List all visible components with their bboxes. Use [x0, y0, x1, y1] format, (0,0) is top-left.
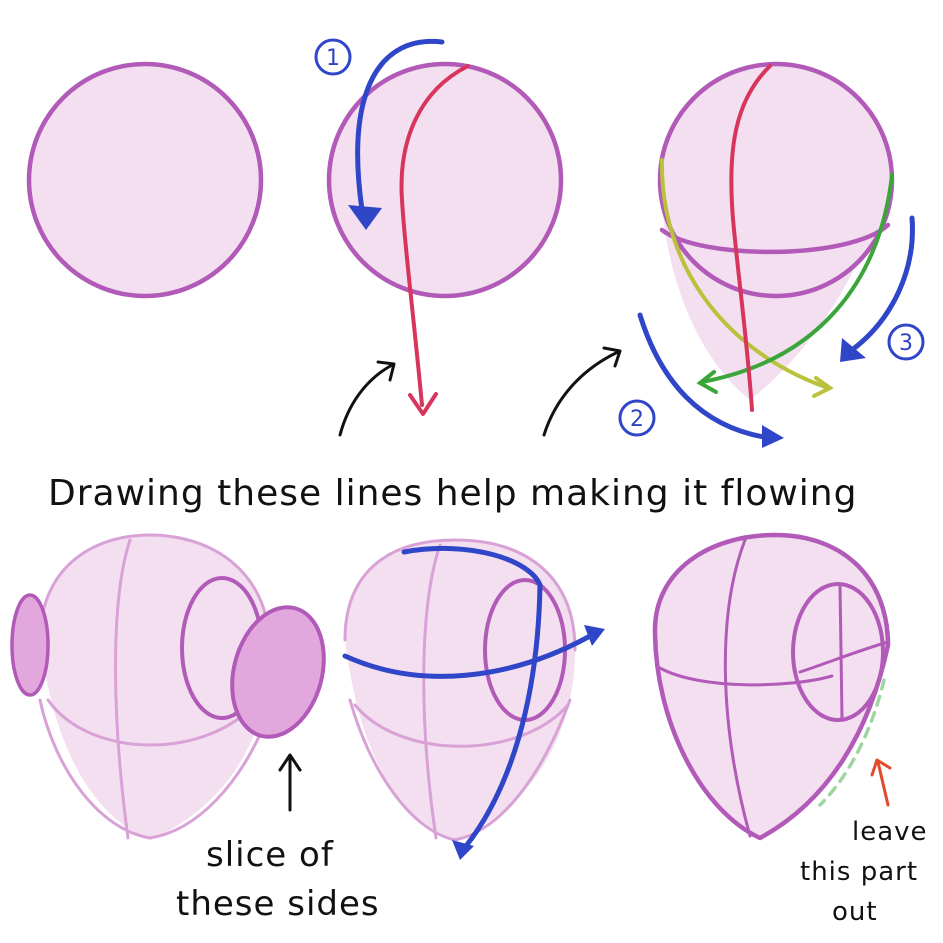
step-1-number: 1	[326, 46, 340, 71]
slice-caption-line-2: these sides	[176, 884, 380, 924]
panel-6-finished-head	[652, 532, 891, 841]
step-1-arrowhead	[348, 205, 382, 230]
left-side-slice	[10, 593, 50, 697]
panel-6-brow-line	[658, 666, 834, 687]
panel-6-side-ellipse	[791, 582, 885, 722]
slice-caption-line-1: slice of	[206, 835, 334, 875]
leave-pointer-arrow	[876, 760, 890, 807]
panel-6-side-cross	[798, 640, 890, 674]
step-3-badge	[887, 323, 925, 361]
pointer-arrow-left	[338, 363, 394, 437]
leave-caption-line-3: out	[832, 897, 878, 927]
main-caption: Drawing these lines help making it flowi…	[48, 473, 857, 514]
panel-2-circle-centerline: 1	[314, 38, 564, 416]
step-2-arrow	[637, 312, 773, 441]
side-line-green	[700, 173, 894, 384]
brow-line	[659, 222, 891, 255]
center-line	[399, 64, 470, 407]
panel-1-circle	[26, 61, 264, 299]
pointer-arrow-right	[542, 350, 620, 437]
step-3-number: 3	[899, 331, 913, 356]
panel-5-horizontal-arrow	[342, 633, 593, 679]
step-3-arrow	[849, 215, 915, 353]
step-1-badge	[314, 38, 352, 76]
center-line-3	[729, 64, 772, 412]
leave-caption-line-1: leave	[852, 817, 928, 847]
step-2-badge	[618, 399, 656, 437]
center-line-arrowhead	[408, 392, 438, 416]
step-2-number: 2	[630, 407, 644, 432]
side-line-yellow	[659, 158, 830, 390]
panel-6-center-line	[723, 538, 752, 838]
panel-4-side-slice	[10, 533, 326, 840]
right-side-slice	[230, 605, 326, 739]
panel-3-head-flow: 3 2	[618, 61, 925, 448]
leave-caption-line-2: this part	[800, 857, 918, 887]
panel-5-flow-arrows	[342, 538, 605, 860]
step-1-arrow	[355, 38, 445, 213]
omitted-part-dashed	[818, 678, 886, 807]
panel-5-vertical-arrow	[401, 545, 543, 849]
